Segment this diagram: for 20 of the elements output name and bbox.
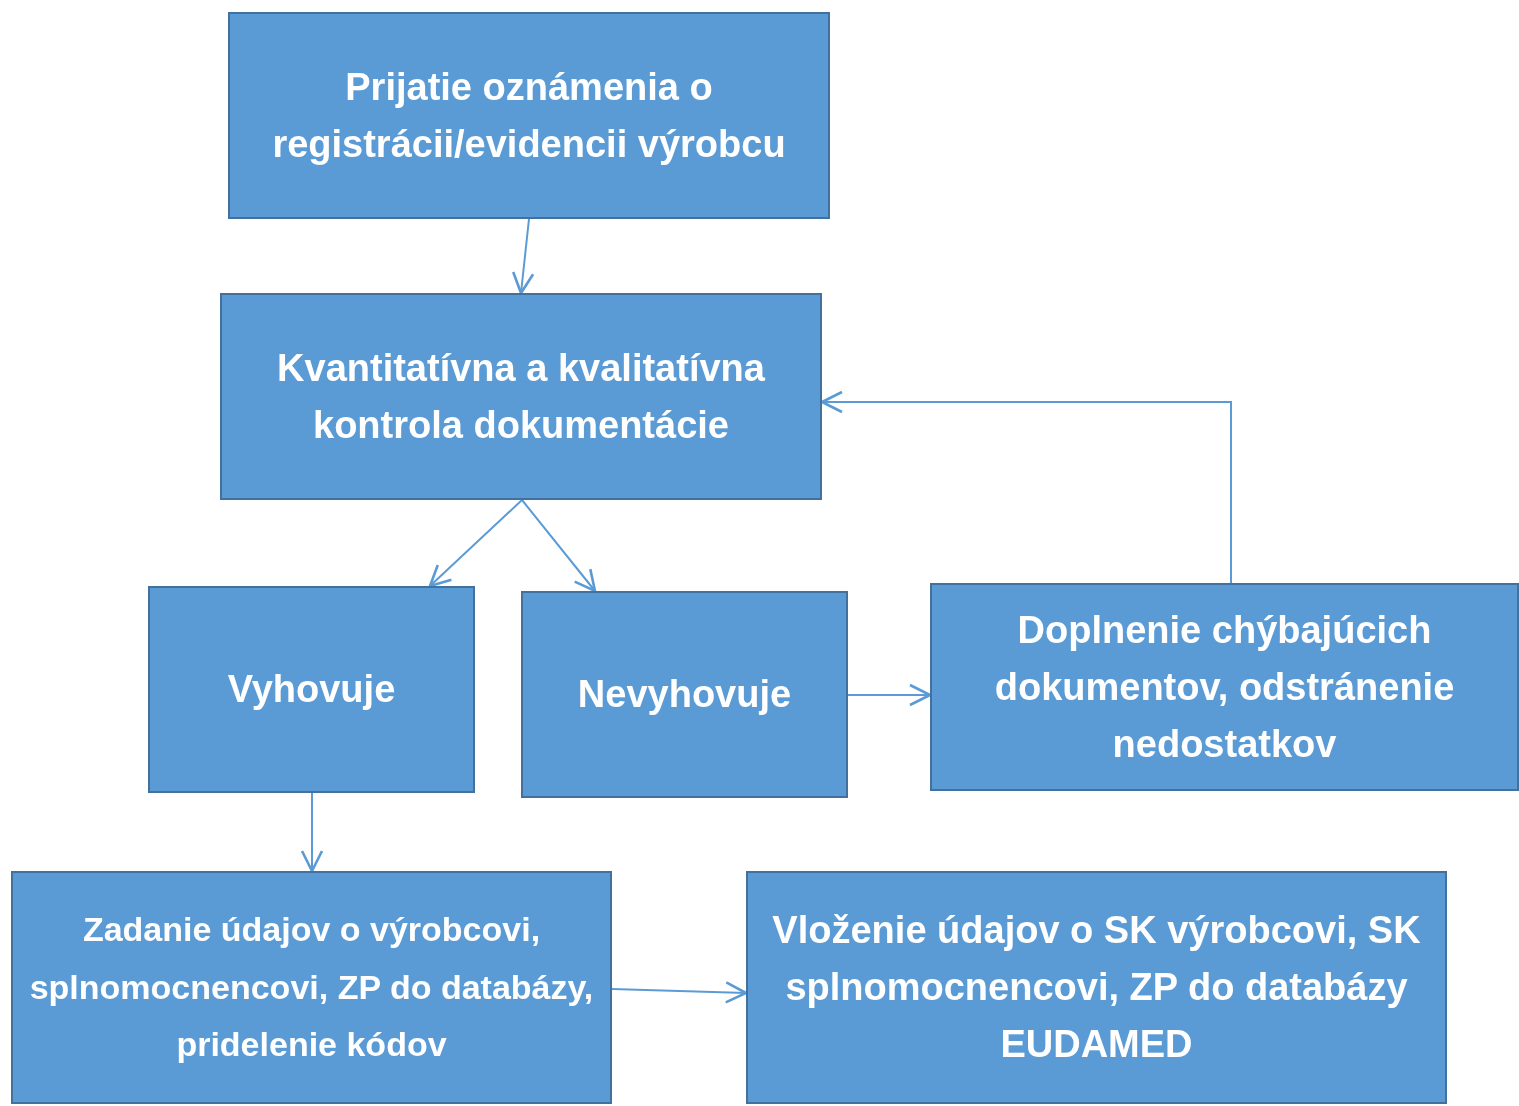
process-box (11, 871, 612, 1104)
process-box (228, 12, 830, 219)
arrow (611, 981, 748, 1004)
process-box (930, 583, 1519, 791)
process-box (746, 871, 1447, 1104)
arrow (847, 683, 932, 707)
box-label: Prijatie oznámenia o registrácii/evidencii výrobcu (271, 64, 787, 167)
process-box (220, 293, 822, 500)
box-label: Kvantitatívna a kvalitatívna kontrola dokumentácie (276, 345, 766, 448)
process-box (148, 586, 475, 793)
arrow (428, 499, 523, 588)
arrow (300, 792, 324, 873)
arrow (511, 218, 535, 295)
box-label: Vyhovuje (227, 667, 396, 712)
box-label: Zadanie údajov o výrobcovi, splnomocnencovi, ZP do databázy, pridelenie kódov (28, 908, 595, 1066)
box-label: Vloženie údajov o SK výrobcovi, SK splnomocnencovi, ZP do databázy EUDAMED (771, 908, 1422, 1067)
process-box (521, 591, 848, 798)
box-label: Nevyhovuje (577, 672, 792, 717)
box-label: Doplnenie chýbajúcich dokumentov, odstránenie nedostatkov (993, 607, 1456, 767)
arrow (521, 499, 597, 593)
